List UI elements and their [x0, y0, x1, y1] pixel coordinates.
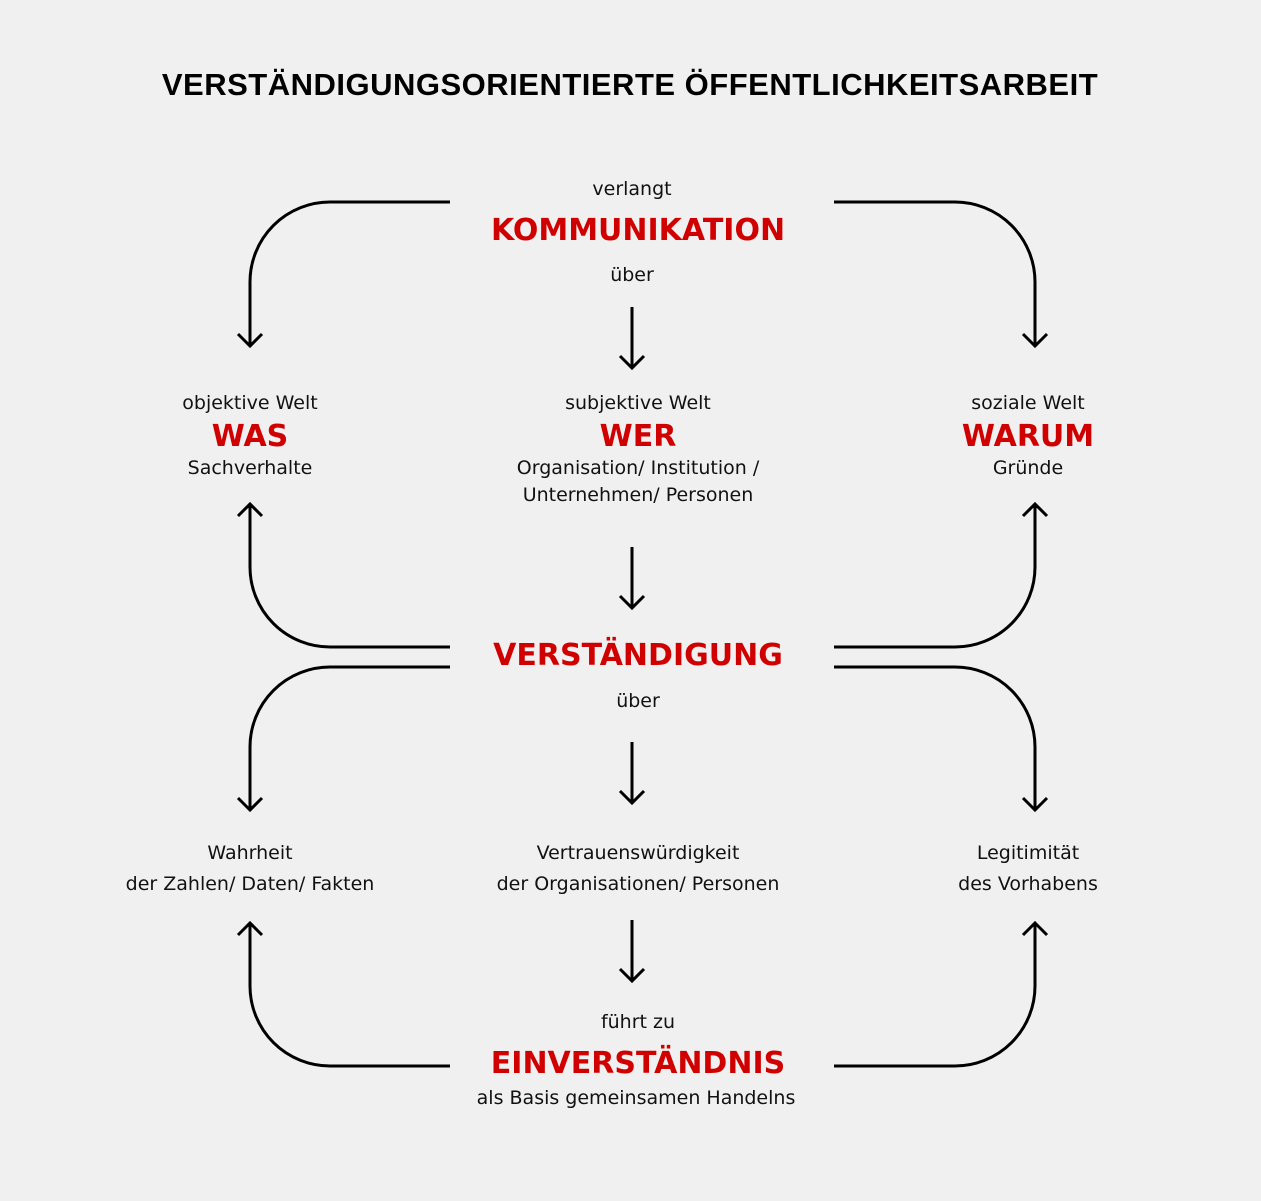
arrow-down-4	[618, 920, 646, 984]
connector-bottom-left	[236, 920, 450, 1068]
world-desc-objective: Sachverhalte	[187, 457, 313, 479]
top-post: über	[610, 264, 654, 286]
world-label-social: soziale Welt	[971, 392, 1085, 414]
keyword-verstaendigung: VERSTÄNDIGUNG	[493, 638, 783, 673]
connector-top-right	[834, 200, 1049, 349]
keyword-warum: WARUM	[961, 419, 1095, 454]
top-pre: verlangt	[592, 178, 672, 200]
connector-mid-up-left	[236, 501, 450, 649]
connector-mid-down-left	[236, 665, 450, 813]
page-title: VERSTÄNDIGUNGSORIENTIERTE ÖFFENTLICHKEIT…	[161, 67, 1099, 102]
keyword-wer: WER	[599, 419, 677, 454]
middle-post: über	[616, 690, 660, 712]
keyword-einverstaendnis: EINVERSTÄNDNIS	[490, 1046, 786, 1081]
criterion-truth-2: der Zahlen/ Daten/ Fakten	[125, 873, 375, 895]
criterion-truth-1: Wahrheit	[207, 842, 293, 864]
criterion-trust-2: der Organisationen/ Personen	[496, 873, 780, 895]
connector-mid-up-right	[834, 501, 1049, 649]
criterion-legitimacy-2: des Vorhabens	[958, 873, 1098, 895]
connector-mid-down-right	[834, 665, 1049, 813]
bottom-pre: führt zu	[600, 1011, 676, 1033]
connector-bottom-right	[834, 920, 1049, 1068]
arrow-down-2	[618, 547, 646, 611]
world-desc-subjective-1: Organisation/ Institution /	[516, 457, 760, 479]
world-desc-subjective-2: Unternehmen/ Personen	[522, 484, 754, 506]
keyword-kommunikation: KOMMUNIKATION	[490, 213, 786, 248]
arrow-down-3	[618, 742, 646, 806]
bottom-post: als Basis gemeinsamen Handelns	[476, 1087, 796, 1109]
world-desc-social: Gründe	[992, 457, 1064, 479]
keyword-was: WAS	[211, 419, 289, 454]
arrow-down-1	[618, 307, 646, 371]
world-label-objective: objektive Welt	[182, 392, 318, 414]
criterion-legitimacy-1: Legitimität	[976, 842, 1080, 864]
connector-top-left	[236, 200, 450, 349]
world-label-subjective: subjektive Welt	[565, 392, 711, 414]
criterion-trust-1: Vertrauenswürdigkeit	[536, 842, 740, 864]
